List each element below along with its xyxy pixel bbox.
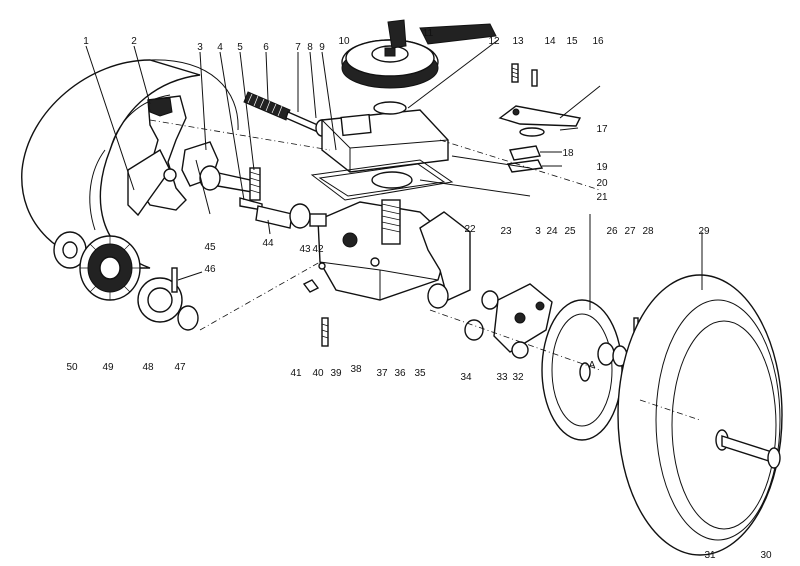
bolts xyxy=(302,262,329,347)
callout-25: 25 xyxy=(564,226,576,237)
callout-21: 21 xyxy=(596,192,608,203)
callout-47: 47 xyxy=(174,362,186,373)
callout-31: 31 xyxy=(704,550,716,561)
callout-38: 38 xyxy=(350,364,362,375)
axle-arm xyxy=(419,211,553,359)
callout-41: 41 xyxy=(290,368,302,379)
callout-2: 2 xyxy=(131,36,137,47)
coupling-shaft xyxy=(255,203,327,229)
callout-7: 7 xyxy=(295,42,301,53)
callout-9: 9 xyxy=(319,42,325,53)
callout-27: 27 xyxy=(624,226,636,237)
height-adjust-bracket xyxy=(127,95,187,217)
hardware-bracket xyxy=(498,63,582,173)
callout-36: 36 xyxy=(394,368,406,379)
callout-40: 40 xyxy=(312,368,324,379)
callout-37: 37 xyxy=(376,368,388,379)
callout-3: 3 xyxy=(197,42,203,53)
gearbox-cover xyxy=(321,101,449,173)
worm-gear xyxy=(381,199,401,245)
callout-3b: 3 xyxy=(535,226,541,237)
hub-cap: A xyxy=(541,299,623,441)
right-wheel xyxy=(617,274,783,556)
callout-46: 46 xyxy=(204,264,216,275)
callout-16: 16 xyxy=(592,36,604,47)
callout-8: 8 xyxy=(307,42,313,53)
callout-labels: 1 2 3 4 5 6 7 8 9 10 11 12 13 14 15 16 1… xyxy=(66,28,772,561)
callout-44: 44 xyxy=(262,238,274,249)
svg-text:A: A xyxy=(589,360,596,371)
callout-42: 42 xyxy=(312,244,324,255)
callout-15: 15 xyxy=(566,36,578,47)
callout-20: 20 xyxy=(596,178,608,189)
callout-23: 23 xyxy=(500,226,512,237)
callout-17: 17 xyxy=(596,124,608,135)
drive-gear xyxy=(53,231,199,331)
pulley xyxy=(341,19,497,89)
callout-14: 14 xyxy=(544,36,556,47)
callout-48: 48 xyxy=(142,362,154,373)
callout-39: 39 xyxy=(330,368,342,379)
drive-shaft xyxy=(181,141,253,193)
callout-29: 29 xyxy=(698,226,710,237)
callout-45: 45 xyxy=(204,242,216,253)
callout-24: 24 xyxy=(546,226,558,237)
callout-11: 11 xyxy=(423,28,434,39)
callout-5: 5 xyxy=(237,42,243,53)
callout-13: 13 xyxy=(512,36,524,47)
callout-10: 10 xyxy=(338,36,350,47)
callout-6: 6 xyxy=(263,42,269,53)
callout-1: 1 xyxy=(83,36,89,47)
callout-33: 33 xyxy=(496,372,508,383)
callout-4: 4 xyxy=(217,42,223,53)
callout-32: 32 xyxy=(512,372,524,383)
callout-19: 19 xyxy=(596,162,608,173)
leader-lines xyxy=(85,39,703,421)
callout-26: 26 xyxy=(606,226,618,237)
callout-49: 49 xyxy=(102,362,114,373)
spring xyxy=(239,167,263,211)
callout-43: 43 xyxy=(299,244,311,255)
callout-22: 22 xyxy=(464,224,476,235)
callout-12: 12 xyxy=(488,36,500,47)
callout-35: 35 xyxy=(414,368,426,379)
callout-34: 34 xyxy=(460,372,472,383)
callout-50: 50 xyxy=(66,362,78,373)
gearbox-housing xyxy=(317,201,451,301)
callout-18: 18 xyxy=(562,148,574,159)
gasket xyxy=(310,159,454,201)
callout-28: 28 xyxy=(642,226,654,237)
callout-30: 30 xyxy=(760,550,772,561)
